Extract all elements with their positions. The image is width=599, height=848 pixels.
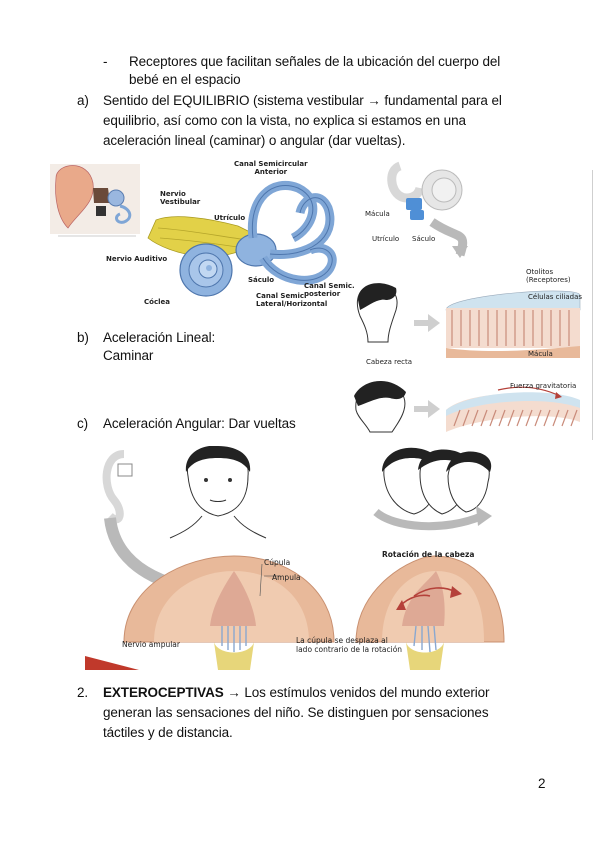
red-corner-triangle — [85, 656, 139, 670]
cochlea — [179, 243, 233, 297]
section-2-line-3: táctiles y de distancia. — [103, 725, 233, 740]
page-number: 2 — [538, 776, 546, 791]
label-fuerza-gravitatoria: Fuerza gravitatoria — [510, 382, 577, 390]
macula-tissue-tilted — [446, 386, 580, 432]
hair-cell — [516, 409, 524, 427]
item-c-marker: c) — [77, 416, 89, 431]
hair-cell — [462, 409, 470, 427]
inner-ear-illustration — [50, 164, 337, 297]
bullet-marker: - — [103, 54, 108, 69]
item-a-line-1: Sentido del EQUILIBRIO (sistema vestibul… — [103, 93, 502, 108]
label-canal-lateral: Canal Semic. Lateral/Horizontal — [256, 292, 328, 308]
label-macula-tissue: Mácula — [528, 350, 553, 358]
item-a-line-2: equilibrio, así como con la vista, no ex… — [103, 113, 466, 128]
hair-cell — [543, 409, 551, 427]
item-a-line-3: aceleración lineal (caminar) o angular (… — [103, 133, 406, 148]
label-coclea: Cóclea — [144, 298, 170, 306]
head-tilted — [354, 380, 406, 433]
label-nervio-vestibular: Nervio Vestibular — [160, 190, 201, 206]
hair-cell — [570, 409, 578, 427]
hair-cell — [561, 409, 569, 427]
ampulla-illustration — [102, 445, 505, 670]
bullet-line-1: Receptores que facilitan señales de la u… — [129, 54, 501, 69]
section-2-line-2: generan las sensaciones del niño. Se dis… — [103, 705, 489, 720]
label-utriculo-2: Utrículo — [372, 235, 400, 243]
right-edge-rule — [592, 170, 593, 440]
label-celulas-ciliadas: Células ciliadas — [528, 293, 583, 301]
item-b-line-2: Caminar — [103, 348, 154, 363]
hair-cell — [525, 409, 533, 427]
hair-cell — [498, 409, 506, 427]
label-canal-posterior: Canal Semic. posterior — [304, 282, 355, 298]
label-rotacion-cabeza: Rotación de la cabeza — [382, 550, 475, 559]
label-nervio-ampular: Nervio ampular — [122, 640, 180, 649]
macula-illustration — [354, 161, 581, 433]
section-2-line-1-rest: → Los estímulos venidos del mundo exteri… — [223, 685, 490, 700]
hair-cell — [552, 409, 560, 427]
ampulla-figure: Cúpula Ampula Nervio ampular Rotación de… — [84, 445, 514, 672]
label-saculo: Sáculo — [248, 276, 275, 284]
label-cupula: Cúpula — [264, 558, 291, 567]
faces-rotation — [373, 447, 492, 531]
ampulla-right — [355, 555, 505, 670]
ear-thumbnail — [50, 164, 140, 237]
ampulla-left — [123, 555, 335, 670]
hair-cell — [453, 409, 461, 427]
head-upright — [356, 283, 398, 343]
label-nervio-auditivo: Nervio Auditivo — [106, 255, 168, 263]
label-cupula-desplaza: La cúpula se desplaza al lado contrario … — [296, 636, 403, 654]
macula-figure: Mácula Utrículo Sáculo Otolitos (Recepto… — [348, 160, 588, 438]
macula-tissue-upright — [445, 290, 581, 358]
label-utriculo: Utrículo — [214, 214, 246, 222]
item-b-line-1: Aceleración Lineal: — [103, 330, 216, 345]
hair-cell — [507, 409, 515, 427]
section-2-line-1: EXTEROCEPTIVAS → Los estímulos venidos d… — [103, 683, 490, 703]
hair-cell — [471, 409, 479, 427]
inner-ear-figure: Canal Semicircular Anterior Nervio Vesti… — [48, 158, 355, 308]
section-2-marker: 2. — [77, 685, 89, 700]
item-b-marker: b) — [77, 330, 89, 345]
label-macula: Mácula — [365, 210, 390, 218]
face-front — [169, 445, 267, 539]
label-ampula: Ampula — [272, 573, 301, 582]
hair-cell — [489, 409, 497, 427]
bullet-line-2: bebé en el espacio — [129, 72, 241, 87]
hair-cell — [480, 409, 488, 427]
label-saculo-2: Sáculo — [412, 235, 436, 243]
section-2-bold: EXTEROCEPTIVAS — [103, 685, 224, 700]
hair-cell — [534, 409, 542, 427]
label-cabeza-recta: Cabeza recta — [366, 358, 413, 366]
label-otolitos: Otolitos (Receptores) — [526, 268, 571, 284]
semicircular-canals — [247, 181, 337, 285]
label-canal-anterior: Canal Semicircular Anterior — [234, 160, 308, 176]
item-a-marker: a) — [77, 93, 89, 108]
item-c-text: Aceleración Angular: Dar vueltas — [103, 416, 296, 431]
